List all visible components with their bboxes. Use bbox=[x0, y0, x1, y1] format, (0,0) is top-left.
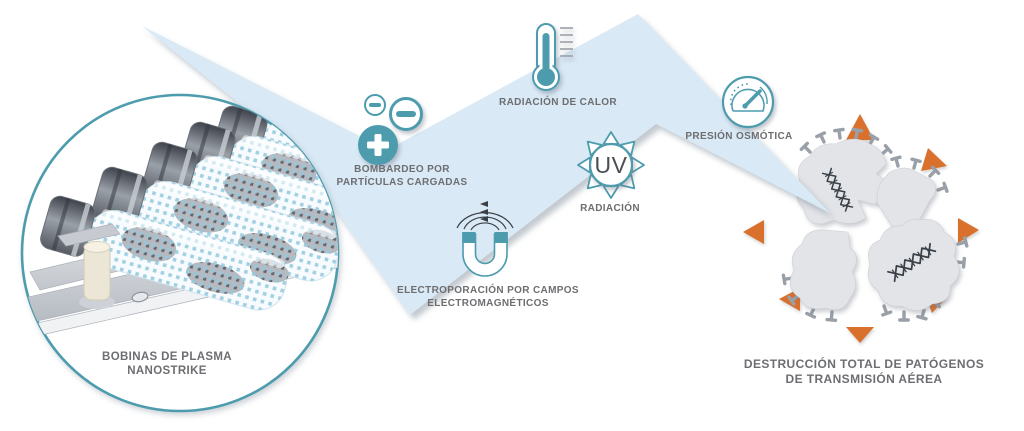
stage-label-electroporation: ELECTROPORACIÓN POR CAMPOS ELECTROMAGNÉT… bbox=[397, 285, 579, 309]
plus-minus-charges-icon bbox=[358, 94, 423, 165]
dna-strand-icon bbox=[887, 242, 937, 283]
shockwave-triangle bbox=[846, 114, 874, 140]
zigzag-bolt-arrow bbox=[142, 14, 830, 315]
horseshoe-magnet-icon bbox=[456, 201, 514, 277]
shockwave-triangle bbox=[743, 220, 764, 244]
shattered-pathogen-graphic bbox=[743, 114, 979, 343]
coil-photo-circle bbox=[20, 93, 340, 413]
plasma-coil-render bbox=[22, 101, 338, 342]
stage-label-osmotic-pressure: PRESIÓN OSMÓTICA bbox=[685, 131, 793, 142]
pathogen-fragment bbox=[876, 155, 949, 232]
stage-label-heat-radiation: RADIACIÓN DE CALOR bbox=[499, 97, 617, 108]
shockwave-triangle bbox=[846, 327, 874, 343]
dna-strand-icon bbox=[821, 167, 854, 212]
stage-label-charged-particles: BOMBARDEO POR PARTÍCULAS CARGADAS bbox=[336, 164, 468, 188]
thermometer-icon bbox=[532, 23, 573, 91]
stage-label-uv-radiation: RADIACIÓN bbox=[580, 203, 640, 214]
shockwave-triangle bbox=[958, 218, 979, 243]
pressure-gauge-icon bbox=[721, 75, 775, 129]
pathogen-fragment bbox=[796, 127, 893, 225]
uv-sun-icon: UV bbox=[577, 131, 645, 199]
uv-icon-letters: UV bbox=[595, 152, 628, 178]
result-caption: DESTRUCCIÓN TOTAL DE PATÓGENOS DE TRANSM… bbox=[743, 357, 985, 386]
pathogen-fragment bbox=[867, 218, 969, 322]
source-circle-caption: BOBINAS DE PLASMA NANOSTRIKE bbox=[102, 351, 232, 377]
shockwave-triangle bbox=[921, 148, 947, 171]
pathogen-fragment bbox=[781, 229, 857, 323]
